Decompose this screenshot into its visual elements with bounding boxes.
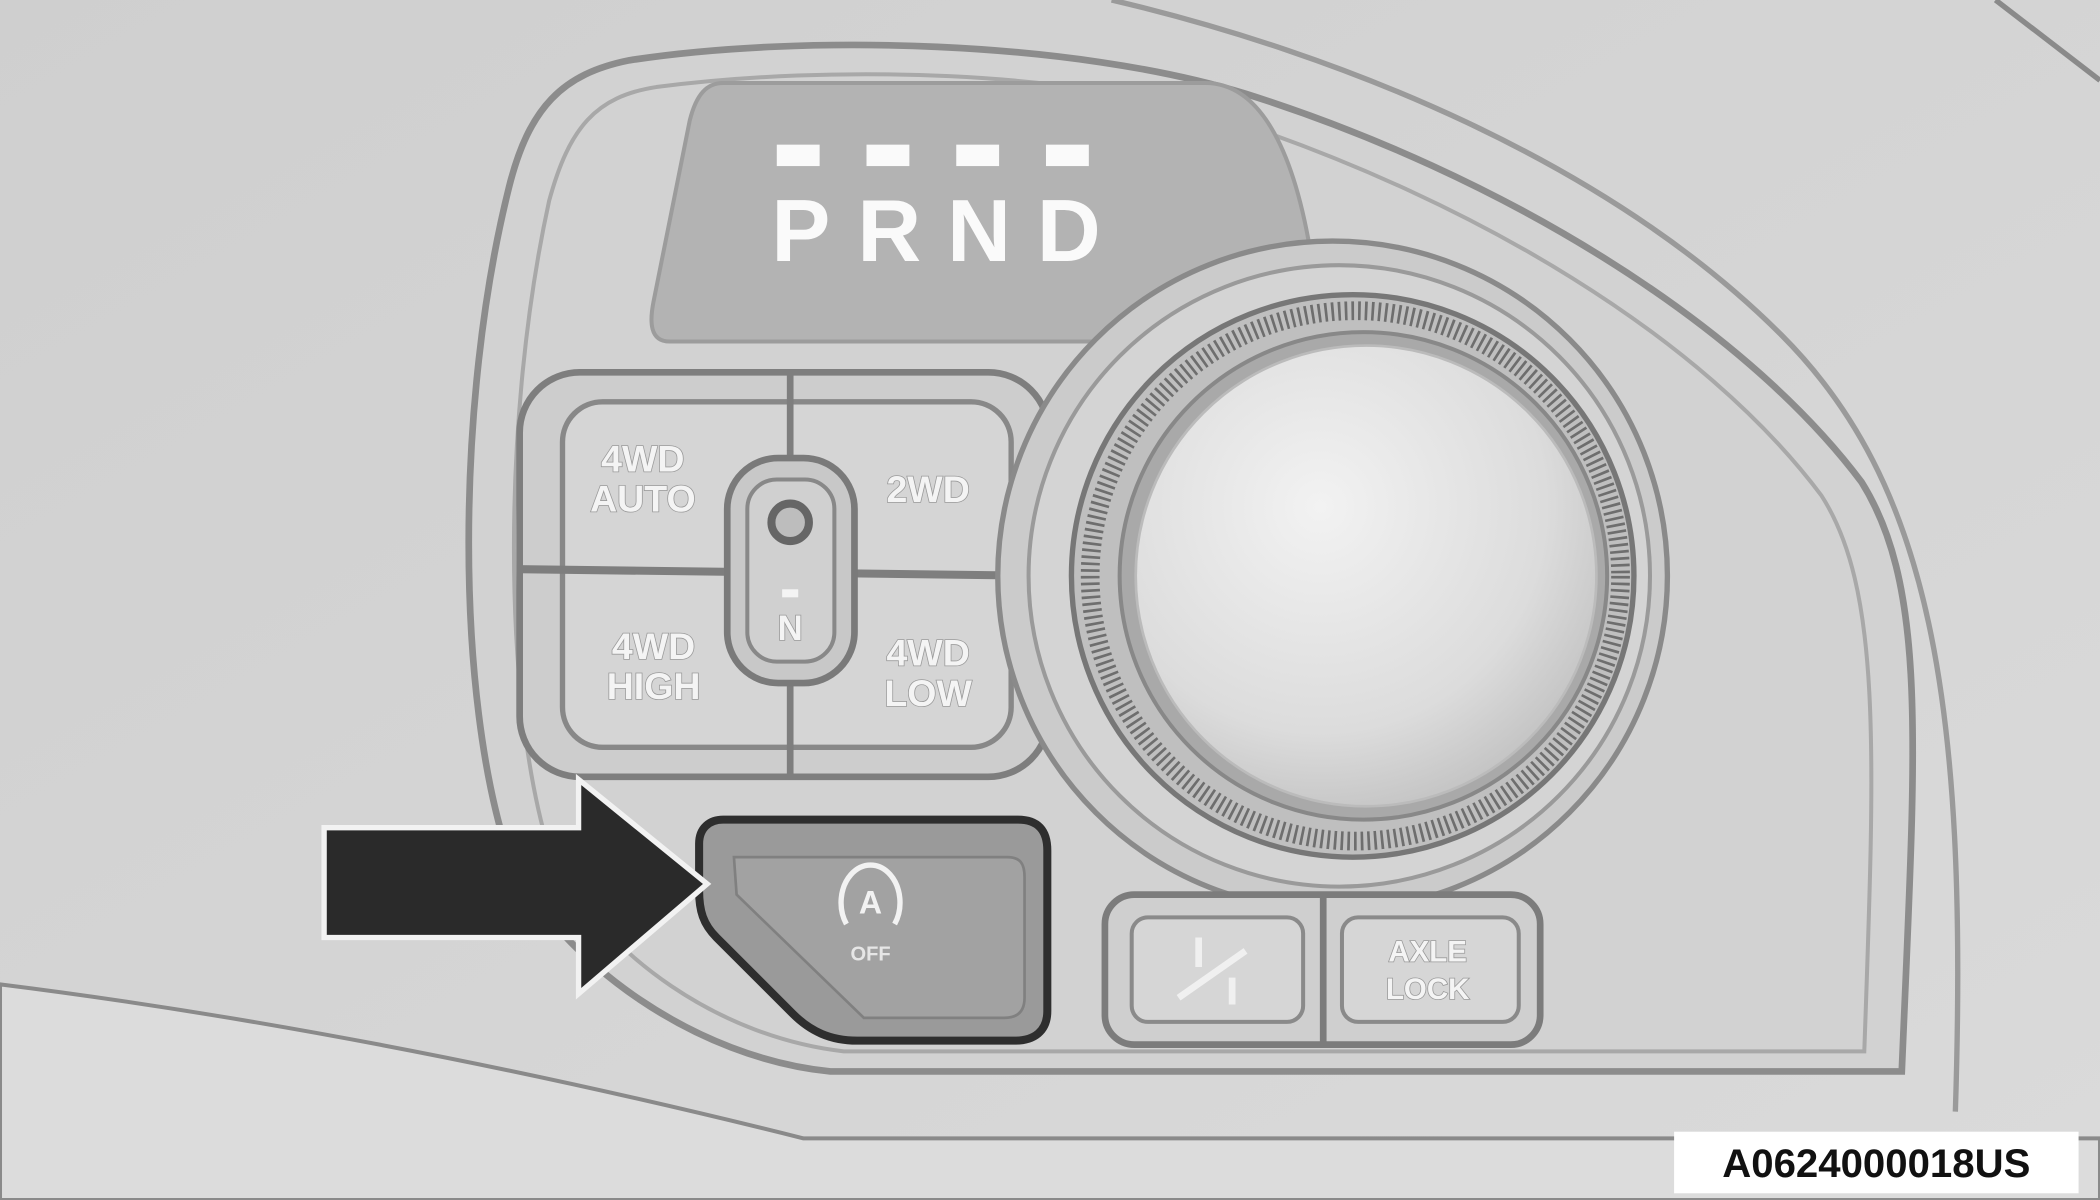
arrow-right-icon <box>321 773 712 1000</box>
gear-dash-r <box>866 144 910 167</box>
hill-descent-label: OFF <box>850 943 890 965</box>
gear-dash-n <box>956 144 1000 167</box>
axle-lock-button[interactable]: AXLE LOCK <box>1339 915 1521 1024</box>
mode-2wd[interactable]: 2WD <box>886 467 971 511</box>
knob-dome <box>1134 344 1598 808</box>
neutral-dash <box>782 589 799 598</box>
mode-2wd-label: 2WD <box>886 468 969 510</box>
mode-4wd-auto[interactable]: 4WD AUTO <box>589 437 696 521</box>
sway-bar-axle-lock-panel: AXLE LOCK <box>1101 891 1544 1048</box>
sway-bar-disconnect-button[interactable] <box>1129 915 1306 1024</box>
lower-trim <box>0 982 2100 1200</box>
axle-lock-line2: LOCK <box>1386 973 1469 1006</box>
mode-4wd-high-line1: 4WD <box>612 625 695 667</box>
gear-dash-p <box>776 144 820 167</box>
figure-code: A0624000018US <box>1722 1141 2030 1186</box>
figure-code-label: A0624000018US <box>1674 1131 2079 1194</box>
hill-descent-icon-letter: A <box>859 884 882 920</box>
hill-descent-auto-icon: A <box>838 862 903 926</box>
transfer-case-selector[interactable]: 4WD AUTO 2WD 4WD HIGH 4WD LOW N <box>516 368 1053 781</box>
mode-4wd-auto-line1: 4WD <box>601 437 684 479</box>
neutral-indicator-light <box>767 499 813 546</box>
neutral-button[interactable]: N <box>723 454 858 687</box>
knob-knurling <box>1080 301 1630 851</box>
gear-n: N <box>947 181 1011 280</box>
drive-mode-knob[interactable] <box>995 238 1671 914</box>
console-corner <box>1993 0 2100 83</box>
mode-4wd-high-line2: HIGH <box>607 665 701 707</box>
gear-d: D <box>1037 181 1101 280</box>
hill-descent-control-button[interactable]: A OFF <box>695 815 1052 1045</box>
mode-4wd-auto-line2: AUTO <box>590 478 696 520</box>
console-edge <box>1110 0 1961 1112</box>
mode-4wd-low[interactable]: 4WD LOW <box>884 631 974 715</box>
mode-4wd-low-line1: 4WD <box>886 632 969 674</box>
neutral-label: N <box>778 609 803 648</box>
axle-lock-line1: AXLE <box>1388 936 1467 969</box>
gear-dash-d <box>1045 144 1089 167</box>
gear-r: R <box>857 181 921 280</box>
gear-p: P <box>771 181 830 280</box>
mode-4wd-high[interactable]: 4WD HIGH <box>606 624 701 708</box>
mode-4wd-low-line2: LOW <box>884 672 972 714</box>
sway-bar-icon <box>1176 937 1248 1005</box>
